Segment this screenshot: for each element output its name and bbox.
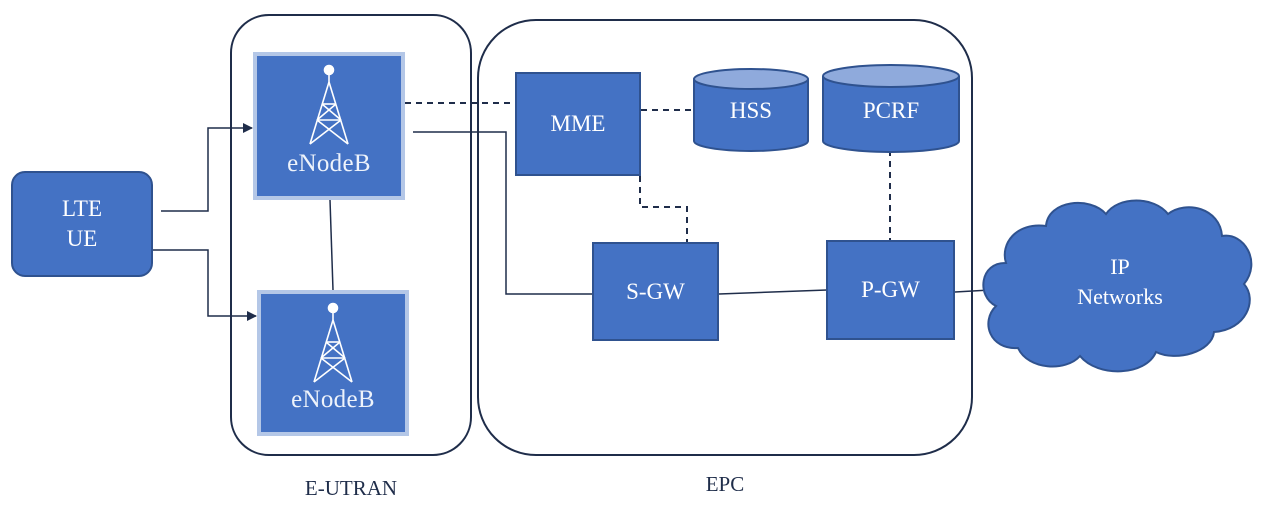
pgw-node: P-GW — [826, 240, 955, 340]
mme-label: MME — [550, 111, 606, 136]
sgw-node: S-GW — [592, 242, 719, 341]
enodeb-top-node: eNodeB — [253, 52, 405, 200]
x2-link — [329, 199, 334, 291]
hss-label: HSS — [729, 98, 773, 123]
ip-networks-label-line2: Networks — [1077, 284, 1163, 309]
mme-node: MME — [515, 72, 641, 176]
pcrf-cylinder — [822, 64, 960, 153]
ue-to-enodeb-bottom-link — [153, 249, 257, 321]
lte-ue-label-line1: LTE — [61, 196, 103, 221]
eutran-group-label: E-UTRAN — [304, 476, 398, 500]
enodeb-bottom-label: eNodeB — [291, 386, 375, 413]
hss-cylinder — [693, 68, 809, 152]
pcrf-label: PCRF — [862, 98, 920, 123]
ip-networks-label: IP Networks — [1040, 252, 1200, 312]
enodeb-top-label: eNodeB — [287, 150, 371, 177]
enodeb-bottom-node: eNodeB — [257, 290, 409, 436]
pgw-label: P-GW — [861, 277, 920, 302]
cell-tower-icon — [313, 302, 353, 383]
ip-networks-label-line1: IP — [1110, 254, 1130, 279]
epc-group-label: EPC — [705, 472, 745, 496]
sgw-to-pgw-link — [718, 289, 828, 295]
ue-to-enodeb-top-link — [161, 123, 253, 212]
ip-networks-cloud — [982, 199, 1253, 373]
cell-tower-icon — [309, 64, 349, 145]
enodeb-to-sgw-link — [413, 131, 592, 295]
lte-ue-label-line2: UE — [66, 226, 98, 251]
eutran-group-border — [230, 14, 472, 456]
lte-ue-node: LTE UE — [11, 171, 153, 277]
mme-to-sgw-link — [639, 176, 688, 242]
sgw-label: S-GW — [626, 278, 685, 304]
epc-group-border — [477, 19, 973, 456]
